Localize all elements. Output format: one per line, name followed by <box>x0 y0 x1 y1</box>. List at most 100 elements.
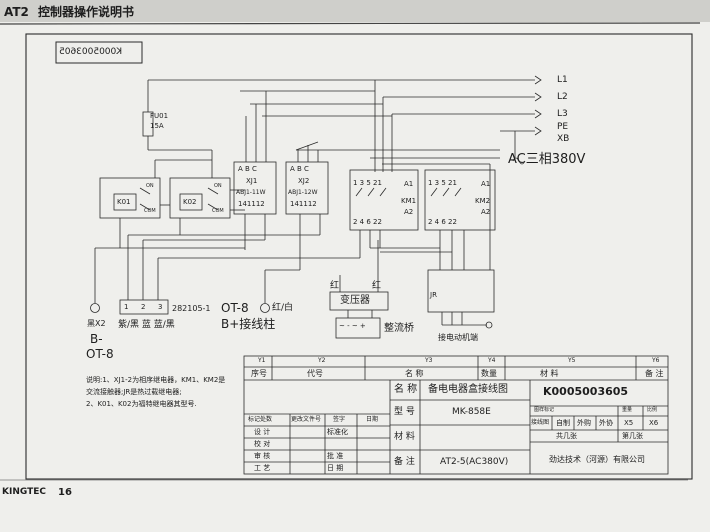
power-line-l2: L2 <box>557 92 568 102</box>
material-label: 材 料 <box>394 432 415 442</box>
motor-terminal-label: 接电动机端 <box>438 333 478 342</box>
source-outsourced: 外协 <box>599 419 613 427</box>
footer-brand: KINGTEC <box>2 487 46 497</box>
row-approval-date: 日 期 <box>327 464 344 472</box>
km1-label: KM1 <box>401 197 417 205</box>
connector-wire-colors: 紫/黑 蓝 蓝/黑 <box>118 320 175 330</box>
title-block <box>243 355 669 475</box>
km1-bottom-terminals: 2 4 6 22 <box>353 218 382 226</box>
row-process: 工 艺 <box>254 464 271 472</box>
km2-label: KM2 <box>475 197 491 205</box>
row-approve: 批 准 <box>327 452 344 460</box>
rectifier-box <box>335 317 381 339</box>
scale-label: 比例 <box>647 407 658 413</box>
scale-value-x6: X6 <box>649 419 659 427</box>
note-line-1: 说明:1、XJ1-2为相序继电器，KM1、KM2是 <box>86 376 226 384</box>
fuse-rating: 15A <box>150 122 164 130</box>
relay-k01-coil <box>113 193 137 211</box>
model-value: MK-858E <box>452 407 491 417</box>
k02-com-pin: COM <box>212 208 224 214</box>
col-header-y5: Y5 <box>568 357 576 364</box>
fuse-name: FU01 <box>150 112 169 120</box>
power-terminals <box>534 75 542 136</box>
col-header-y3: Y3 <box>425 357 433 364</box>
header-code: AT2 <box>4 5 29 19</box>
header-band <box>0 0 710 22</box>
relay-k02-label: K02 <box>183 198 197 206</box>
power-line-xb: XB <box>557 134 570 144</box>
xj1-model: ABJ1-11W <box>236 189 266 196</box>
row-check: 校 对 <box>254 440 271 448</box>
note-line-3: 2、K01、K02为福特继电器其型号. <box>86 400 197 408</box>
xj1-name: XJ1 <box>246 177 258 185</box>
k01-on-pin: ON <box>146 183 154 189</box>
row-design: 设 计 <box>254 428 271 436</box>
jr-overload-relay <box>427 269 495 313</box>
row-signature: 签字 <box>333 416 346 423</box>
b-plus-terminal-label: B+接线柱 <box>221 317 276 331</box>
note-line-2: 交流接触器;JR是热过载继电器; <box>86 388 182 396</box>
ot8-left-label: OT-8 <box>86 347 114 361</box>
remark-value: AT2-5(AC380V) <box>440 457 509 467</box>
wire-red-left: 红 <box>330 281 340 291</box>
col-name: 名 称 <box>405 369 424 378</box>
name-value: 备电电器盒接线图 <box>428 384 508 395</box>
col-qty: 数量 <box>481 369 497 378</box>
red-white-label: 红/白 <box>272 303 294 313</box>
drawing-mark-label: 图样标记 <box>534 407 555 413</box>
relay-k02-box <box>169 177 231 219</box>
col-header-y2: Y2 <box>318 357 326 364</box>
col-seq: 序号 <box>251 369 267 378</box>
source-purchased: 外购 <box>577 419 591 427</box>
scale-value-x5: X5 <box>624 419 634 427</box>
xj1-pins: 141112 <box>238 200 265 208</box>
transformer-label: 变压器 <box>340 295 370 306</box>
km1-top-terminals: 1 3 5 21 <box>353 179 382 187</box>
km2-a1: A1 <box>481 180 491 188</box>
row-mark-count: 标记处数 <box>248 416 273 423</box>
col-header-y6: Y6 <box>652 357 660 364</box>
sheets-total: 共几张 <box>556 432 577 440</box>
xj2-phases: A B C <box>290 165 309 173</box>
jr-label: JR <box>430 291 437 299</box>
header-title: 控制器操作说明书 <box>38 5 135 19</box>
relay-k01-label: K01 <box>117 198 131 206</box>
col-remark: 备 注 <box>645 369 664 378</box>
company-name: 劲达技术（河源）有限公司 <box>549 455 645 464</box>
terminal-red-white <box>260 303 270 313</box>
col-header-y4: Y4 <box>488 357 496 364</box>
power-supply-label: AC三相380V <box>508 152 586 167</box>
xj2-pins: 141112 <box>290 200 317 208</box>
drawing-frame <box>25 33 693 480</box>
contactor-km1 <box>349 169 419 231</box>
model-label: 型 号 <box>394 407 415 417</box>
drawing-number: K0005003605 <box>543 385 629 398</box>
xj1-box <box>233 161 277 215</box>
km2-bottom-terminals: 2 4 6 22 <box>428 218 457 226</box>
relay-k02-coil <box>179 193 203 211</box>
sheet-number: 第几张 <box>622 432 643 440</box>
connector-282105-1 <box>119 299 169 315</box>
power-line-l3: L3 <box>557 109 568 119</box>
col-header-y1: Y1 <box>258 357 266 364</box>
connector-model: 282105-1 <box>172 304 211 313</box>
source-wiring: 接线图 <box>531 419 550 426</box>
rectifier-symbols: ~ - ~ + <box>339 322 366 330</box>
source-self-made: 自制 <box>556 419 570 427</box>
transformer-box <box>329 291 389 311</box>
k01-com-pin: COM <box>144 208 156 214</box>
connector-pin-2: 2 <box>141 303 146 311</box>
name-label: 名 称 <box>394 384 418 395</box>
km2-top-terminals: 1 3 5 21 <box>428 179 457 187</box>
col-material: 材 料 <box>540 369 559 378</box>
xj2-box <box>285 161 329 215</box>
footer-page-number: 16 <box>58 487 72 498</box>
row-date: 日期 <box>366 416 379 423</box>
km2-a2: A2 <box>481 208 491 216</box>
row-change-doc: 更改文件号 <box>291 416 322 423</box>
km1-a2: A2 <box>404 208 414 216</box>
connector-pin-1: 1 <box>124 303 129 311</box>
rectifier-label: 整流桥 <box>384 323 414 334</box>
weight-label: 重量 <box>622 407 633 413</box>
